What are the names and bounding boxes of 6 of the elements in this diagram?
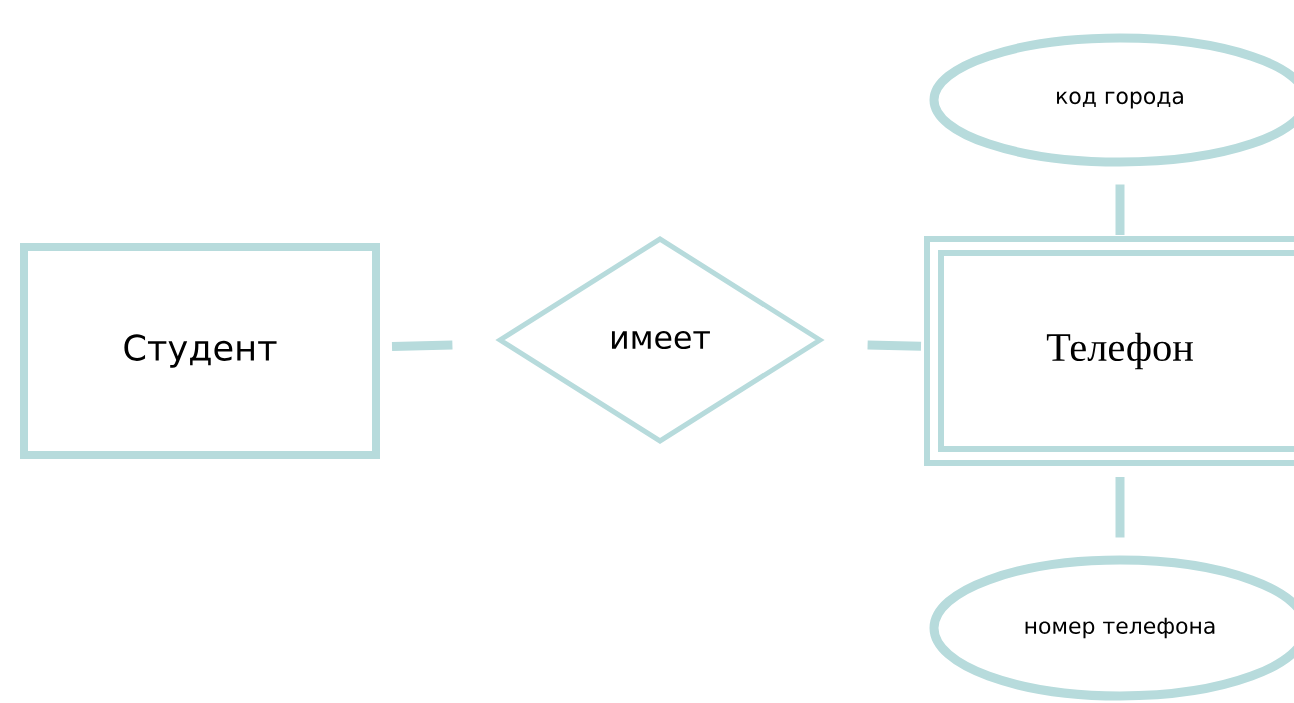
weak-entity-box: Телефон	[924, 236, 1294, 466]
entity-box: Студент	[20, 243, 380, 459]
connector-line	[867, 340, 922, 351]
connector-line	[391, 340, 453, 351]
connector-line	[1115, 184, 1125, 235]
connector-line	[1115, 477, 1125, 538]
